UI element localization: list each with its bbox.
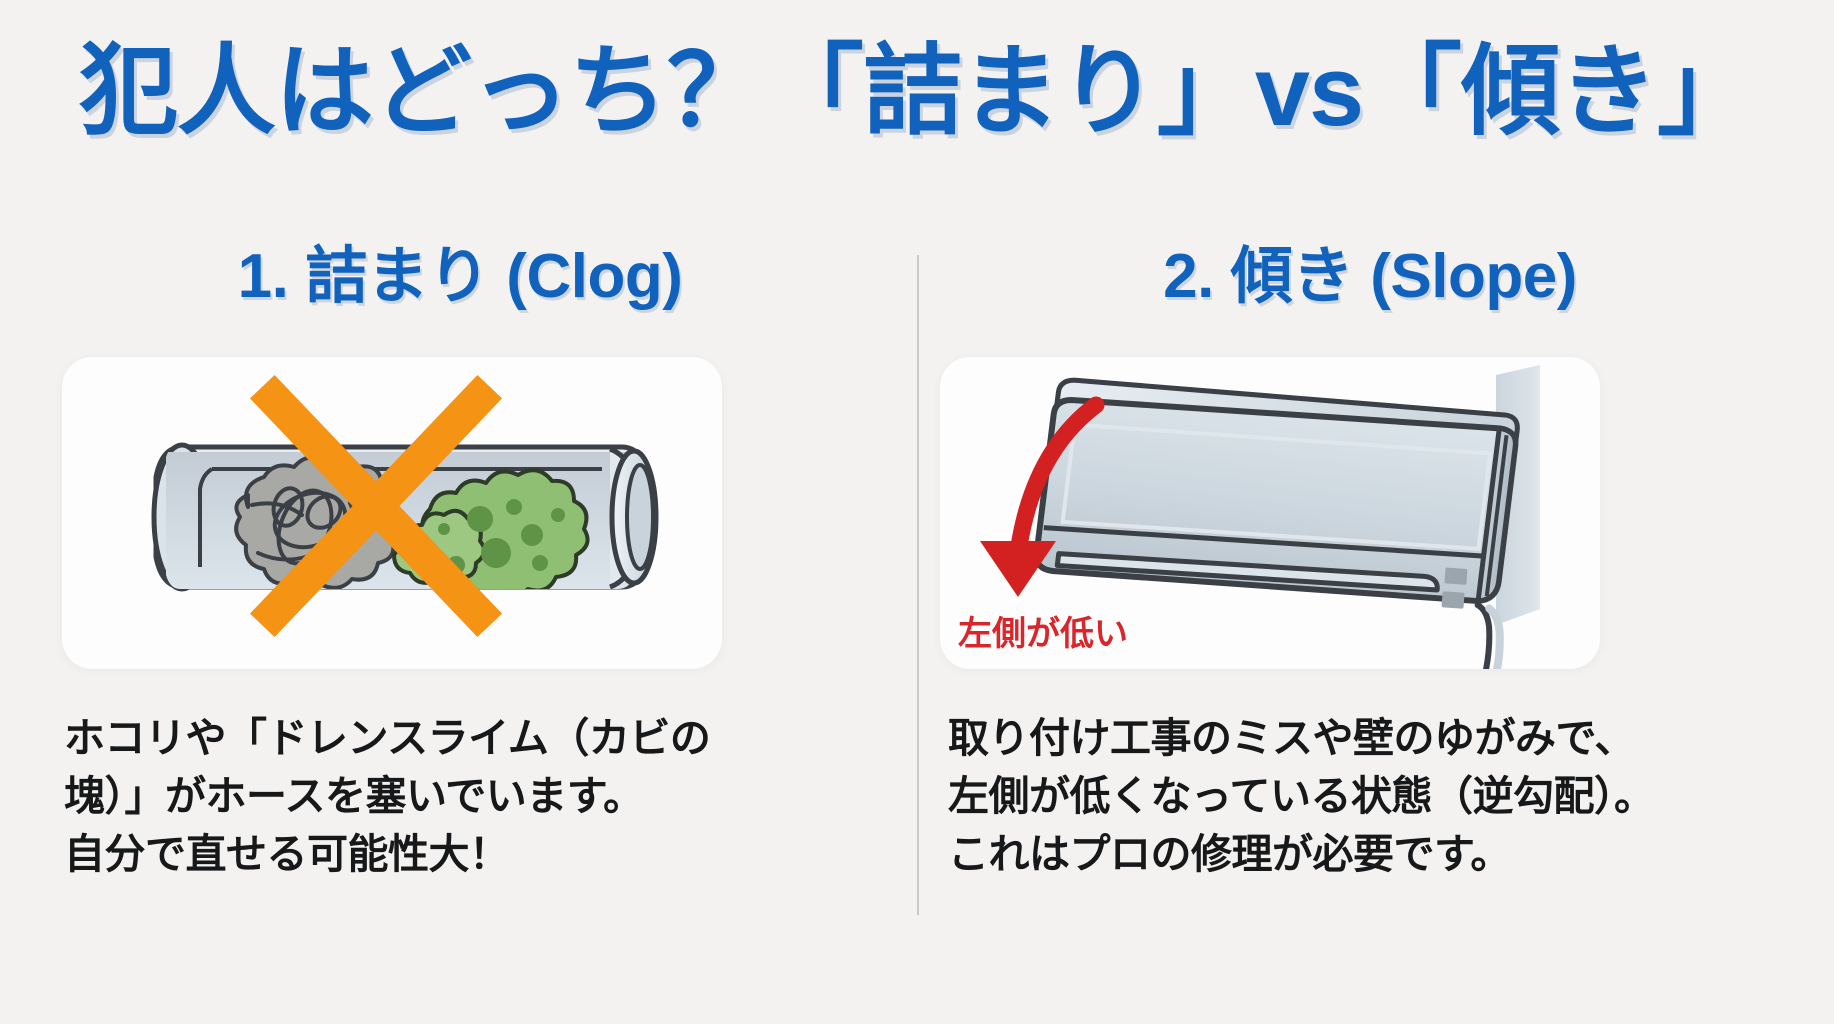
column-heading-slope: 2. 傾き (Slope) [1163, 242, 1577, 311]
orange-cross-mark [249, 374, 503, 638]
caption-slope: 取り付け工事のミスや壁のゆがみで、 左側が低くなっている状態（逆勾配）。 これは… [948, 715, 1655, 878]
column-divider [917, 255, 919, 915]
illustration-card-slope: 左側が低い [940, 357, 1600, 669]
tilted-air-conditioner-illustration: 左側が低い [958, 365, 1540, 669]
indicator-lights [1441, 567, 1468, 609]
hose-right-opening [609, 446, 659, 590]
column-heading-clog: 1. 詰まり (Clog) [237, 242, 683, 311]
page-title: 犯人はどっち？「詰まり」vs「傾き」 [78, 35, 1756, 146]
red-curved-down-arrow [980, 396, 1105, 597]
ac-indoor-unit [1033, 377, 1520, 669]
caption-clog: ホコリや「ドレンスライム（カビの 塊）」がホースを塞いでいます。 自分で直せる可… [64, 715, 711, 878]
column-clog: 1. 詰まり (Clog) [40, 225, 880, 884]
drain-pipe [1465, 602, 1504, 669]
column-slope: 2. 傾き (Slope) [940, 225, 1800, 884]
clogged-drain-hose-illustration [151, 374, 659, 638]
illustration-card-clog [62, 357, 722, 669]
annotation-left-is-lower: 左側が低い [958, 615, 1128, 653]
